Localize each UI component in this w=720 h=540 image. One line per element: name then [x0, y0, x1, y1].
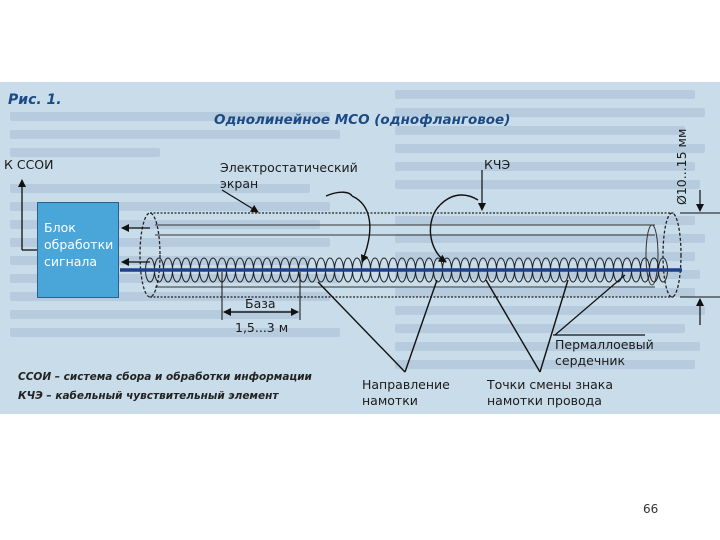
signal-processing-block: Блок обработки сигнала	[37, 202, 119, 298]
label-screen-line1: Электростатический	[220, 160, 358, 175]
pointer-core	[554, 274, 626, 336]
pointer-direction-1	[317, 281, 406, 373]
legend-ssoi: ССОИ – система сбора и обработки информа…	[18, 371, 312, 383]
label-direction-line2: намотки	[362, 393, 418, 408]
figure-title: Однолинейное МСО (однофланговое)	[214, 112, 511, 128]
legend-kche: КЧЭ – кабельный чувствительный элемент	[18, 390, 279, 402]
winding-arc-1b	[325, 191, 353, 197]
left-end-ellipse	[139, 212, 161, 298]
pointer-direction-2	[404, 279, 438, 373]
label-base: База	[245, 296, 276, 311]
pointer-points-1	[485, 279, 541, 373]
winding-arc-2	[429, 204, 447, 263]
label-core-line2: сердечник	[555, 353, 626, 368]
label-direction-line1: Направление	[362, 377, 450, 392]
block-line3: сигнала	[44, 254, 98, 269]
label-kche: КЧЭ	[484, 157, 511, 172]
pointer-points-2	[539, 279, 569, 373]
winding-arc-1	[351, 195, 371, 263]
page-number: 66	[643, 502, 659, 516]
block-line1: Блок	[44, 220, 76, 235]
diagram-figure	[0, 82, 720, 414]
label-base-range: 1,5...3 м	[235, 320, 289, 335]
figure-caption: Рис. 1.	[8, 92, 62, 108]
pointer-screen	[221, 189, 259, 213]
right-inner-ellipse	[645, 224, 659, 286]
label-points-line2: намотки провода	[487, 393, 602, 408]
block-line2: обработки	[44, 237, 114, 252]
label-core-line1: Пермаллоевый	[555, 337, 654, 352]
label-screen-line2: экран	[220, 176, 259, 191]
label-to-ssoi: К ССОИ	[4, 157, 54, 172]
label-diameter: Ø10...15 мм	[674, 128, 689, 205]
winding-arc-2b	[439, 194, 479, 206]
label-points-line1: Точки смены знака	[487, 377, 614, 392]
right-end-ellipse	[662, 212, 682, 298]
